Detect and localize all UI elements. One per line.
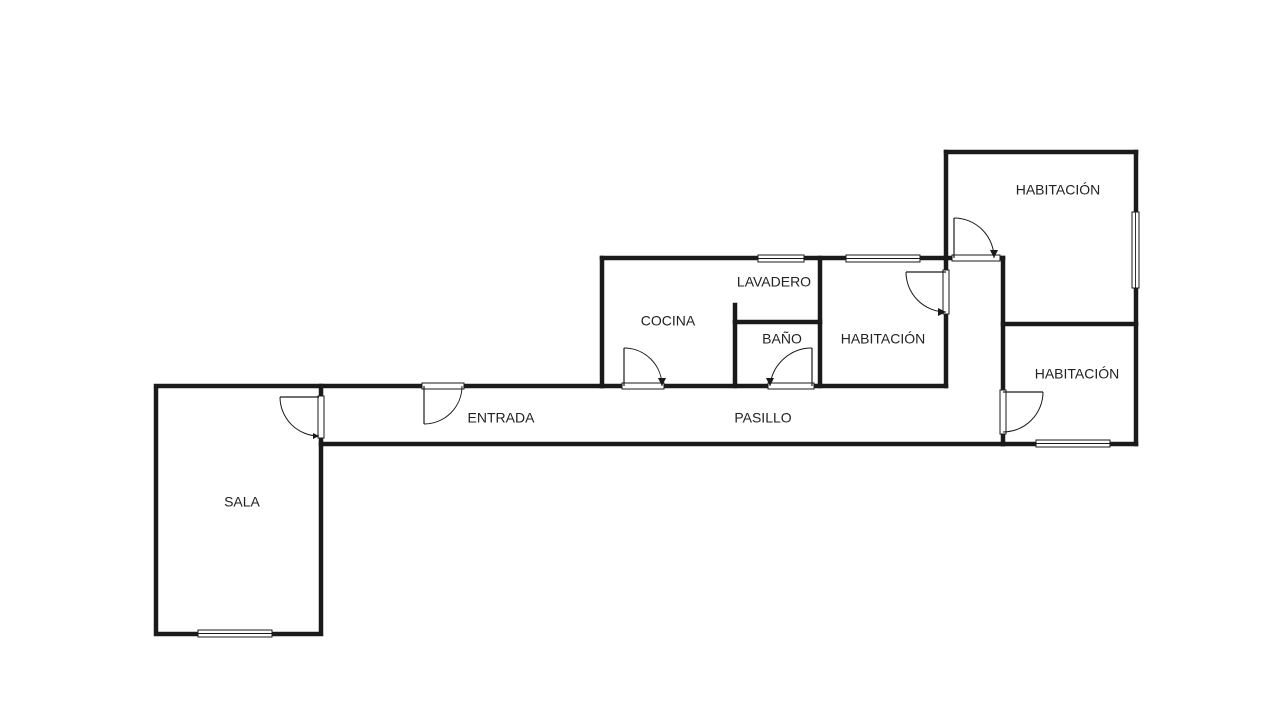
walls: [153, 149, 1139, 637]
door-hab-mid: [905, 269, 950, 316]
windows: [197, 211, 1140, 638]
label-sala: SALA: [224, 494, 260, 510]
door-sala: [279, 395, 325, 439]
label-lavadero: LAVADERO: [737, 274, 811, 290]
doors: [279, 217, 1044, 439]
label-cocina: COCINA: [641, 313, 696, 329]
window-hab-mid: [845, 254, 921, 263]
door-gaps: [317, 254, 1007, 436]
label-habitacion-top: HABITACIÓN: [1016, 182, 1101, 198]
door-bano: [766, 347, 815, 390]
label-habitacion-mid: HABITACIÓN: [841, 331, 926, 347]
door-cocina: [621, 347, 666, 390]
door-entrada: [421, 382, 465, 425]
label-bano: BAÑO: [762, 331, 802, 347]
label-entrada: ENTRADA: [468, 410, 536, 426]
window-sala: [197, 629, 273, 638]
window-hab-right: [1035, 439, 1111, 448]
room-labels: SALA ENTRADA PASILLO COCINA LAVADERO BAÑ…: [224, 182, 1119, 510]
window-lavadero: [757, 254, 805, 263]
window-hab-top: [1131, 211, 1140, 289]
label-pasillo: PASILLO: [734, 410, 791, 426]
door-hab-top: [951, 217, 1001, 262]
door-hab-right: [999, 389, 1044, 435]
label-habitacion-right: HABITACIÓN: [1035, 366, 1120, 382]
wall-sala: [153, 383, 324, 637]
